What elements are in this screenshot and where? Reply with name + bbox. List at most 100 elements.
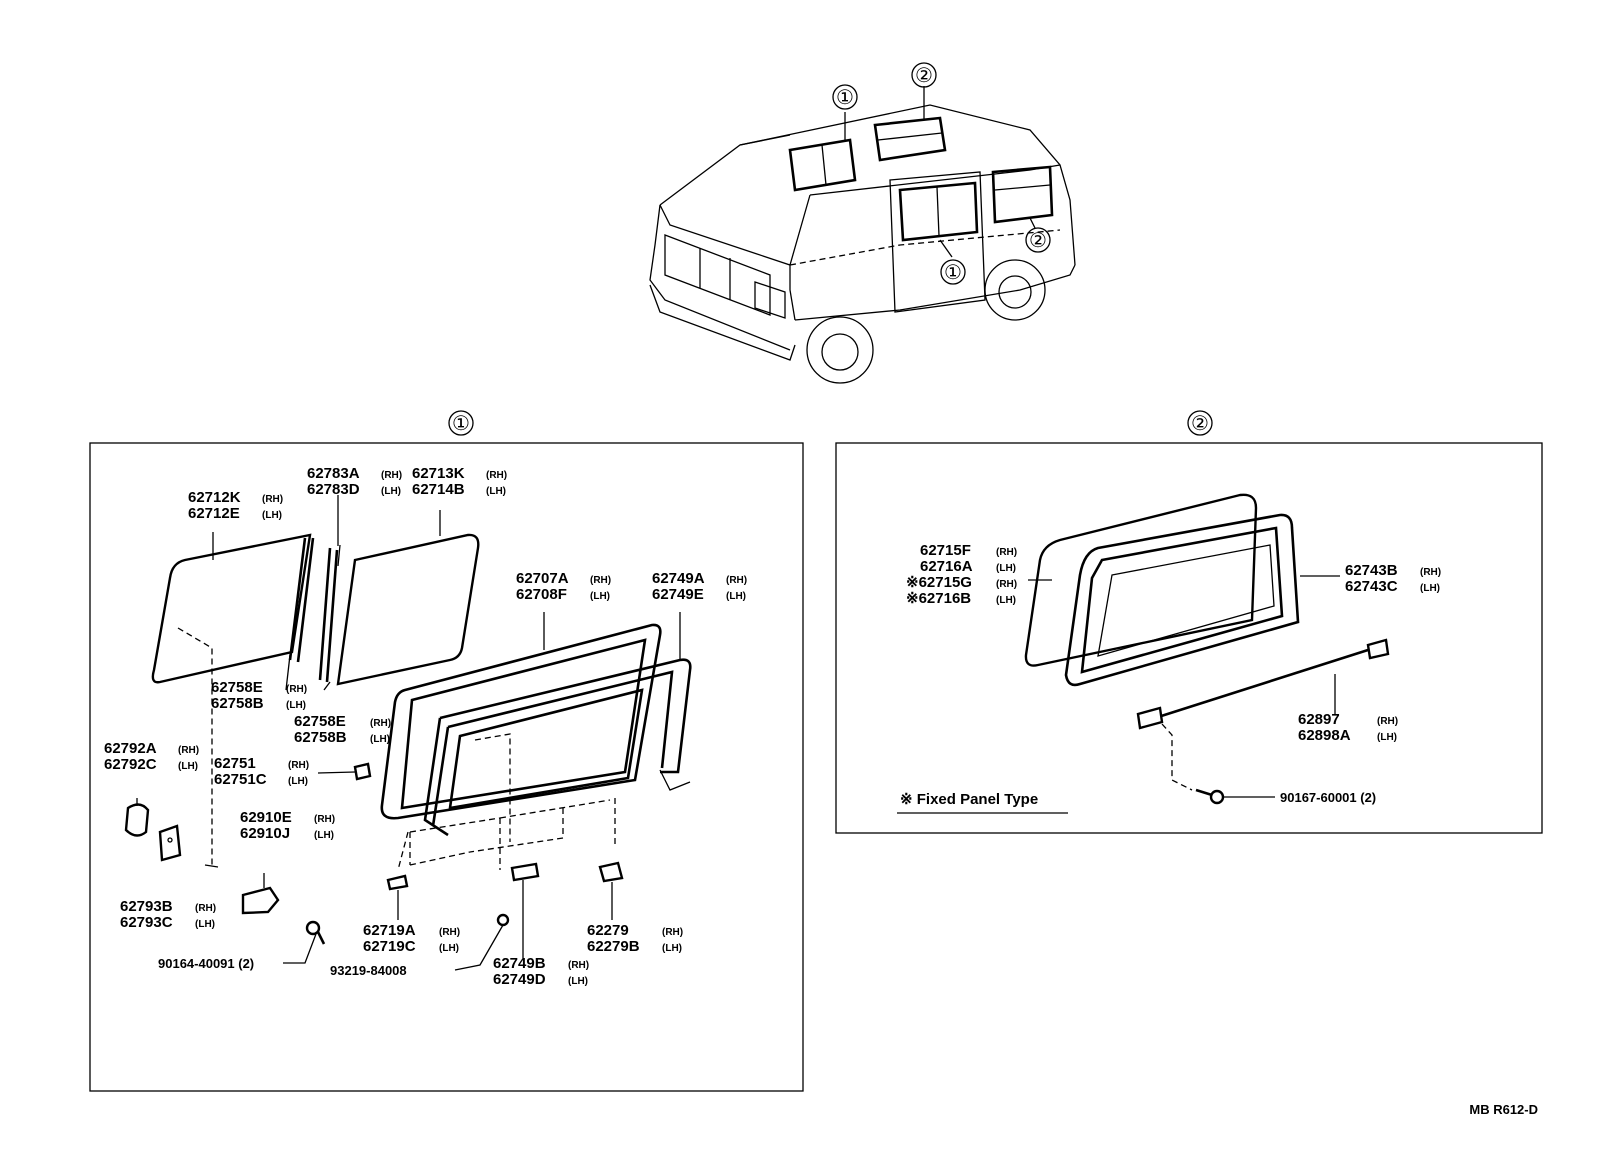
label-bolt-90164: 90164-40091 (2) <box>158 956 254 971</box>
section-1: ① <box>89 410 804 1092</box>
svg-text:62715F: 62715F <box>920 542 971 559</box>
svg-text:(RH): (RH) <box>262 494 283 505</box>
svg-text:(RH): (RH) <box>568 960 589 971</box>
callout-1-van-roof: ① <box>836 85 854 109</box>
svg-text:62910E: 62910E <box>240 809 292 826</box>
svg-text:62758E: 62758E <box>294 713 346 730</box>
svg-text:(LH): (LH) <box>1420 583 1440 594</box>
svg-text:(LH): (LH) <box>314 830 334 841</box>
callout-2-van-roof: ② <box>915 63 933 87</box>
label-62783: 62783A (RH) 62783D (LH) <box>307 465 402 498</box>
svg-text:(LH): (LH) <box>178 761 198 772</box>
svg-text:(RH): (RH) <box>1377 716 1398 727</box>
svg-text:(LH): (LH) <box>439 943 459 954</box>
svg-text:62751: 62751 <box>214 755 256 772</box>
svg-text:62783D: 62783D <box>307 481 360 498</box>
svg-text:(LH): (LH) <box>288 776 308 787</box>
svg-text:(RH): (RH) <box>726 575 747 586</box>
label-62749-frame: 62749A (RH) 62749E (LH) <box>652 570 747 603</box>
svg-text:(LH): (LH) <box>286 700 306 711</box>
svg-text:※62716B: ※62716B <box>906 590 971 607</box>
svg-text:62743C: 62743C <box>1345 578 1398 595</box>
svg-text:(LH): (LH) <box>568 976 588 987</box>
svg-text:(LH): (LH) <box>195 919 215 930</box>
label-62758-rear: 62758E (RH) 62758B (LH) <box>294 713 391 746</box>
label-62897: 62897 (RH) 62898A (LH) <box>1298 711 1398 744</box>
svg-text:(RH): (RH) <box>486 470 507 481</box>
van-illustration: ① ② ① ② <box>649 62 1076 384</box>
svg-text:(RH): (RH) <box>178 745 199 756</box>
svg-text:(RH): (RH) <box>195 903 216 914</box>
svg-text:(LH): (LH) <box>370 734 390 745</box>
svg-text:(RH): (RH) <box>314 814 335 825</box>
svg-text:(RH): (RH) <box>286 684 307 695</box>
svg-text:62719A: 62719A <box>363 922 416 939</box>
svg-text:62712E: 62712E <box>188 505 240 522</box>
svg-text:62279: 62279 <box>587 922 629 939</box>
svg-text:(RH): (RH) <box>381 470 402 481</box>
svg-text:62749B: 62749B <box>493 955 546 972</box>
svg-text:(LH): (LH) <box>996 563 1016 574</box>
section-2: ② 62715F (RH) 62716A (LH) ※62715G (RH) ※… <box>835 410 1543 834</box>
svg-text:(RH): (RH) <box>288 760 309 771</box>
label-62793: 62793B (RH) 62793C (LH) <box>120 898 216 931</box>
svg-text:62749D: 62749D <box>493 971 546 988</box>
section-2-callout: ② <box>1191 411 1209 435</box>
label-62279: 62279 (RH) 62279B (LH) <box>587 922 683 955</box>
svg-text:(LH): (LH) <box>262 510 282 521</box>
svg-text:62793C: 62793C <box>120 914 173 931</box>
label-62751: 62751 (RH) 62751C (LH) <box>214 755 309 788</box>
svg-text:(RH): (RH) <box>370 718 391 729</box>
fixed-panel-note: ※ Fixed Panel Type <box>900 791 1038 808</box>
callout-1-van-door: ① <box>944 260 962 284</box>
diagram-code: MB R612-D <box>1469 1102 1538 1117</box>
svg-text:62743B: 62743B <box>1345 562 1398 579</box>
svg-text:62279B: 62279B <box>587 938 640 955</box>
svg-text:(LH): (LH) <box>381 486 401 497</box>
svg-text:(LH): (LH) <box>486 486 506 497</box>
section-1-frame <box>89 442 804 1092</box>
section-1-callout: ① <box>452 411 470 435</box>
svg-text:62749A: 62749A <box>652 570 705 587</box>
svg-text:(LH): (LH) <box>726 591 746 602</box>
svg-text:62792C: 62792C <box>104 756 157 773</box>
label-62712: 62712K (RH) 62712E (LH) <box>188 489 283 522</box>
label-bolt-90167: 90167-60001 (2) <box>1280 790 1376 805</box>
svg-text:(LH): (LH) <box>662 943 682 954</box>
svg-text:62898A: 62898A <box>1298 727 1351 744</box>
svg-text:62783A: 62783A <box>307 465 360 482</box>
svg-text:62758B: 62758B <box>294 729 347 746</box>
svg-text:(LH): (LH) <box>996 595 1016 606</box>
svg-text:(RH): (RH) <box>1420 567 1441 578</box>
svg-text:62793B: 62793B <box>120 898 173 915</box>
svg-text:62751C: 62751C <box>214 771 267 788</box>
callout-2-van-side: ② <box>1029 228 1047 252</box>
svg-text:(LH): (LH) <box>1377 732 1397 743</box>
label-62910: 62910E (RH) 62910J (LH) <box>240 809 335 842</box>
svg-text:(RH): (RH) <box>662 927 683 938</box>
svg-text:62749E: 62749E <box>652 586 704 603</box>
label-62749-bracket: 62749B (RH) 62749D (LH) <box>493 955 589 988</box>
label-62715: 62715F (RH) 62716A (LH) ※62715G (RH) ※62… <box>906 542 1017 607</box>
label-62713: 62713K (RH) 62714B (LH) <box>412 465 507 498</box>
svg-text:62897: 62897 <box>1298 711 1340 728</box>
svg-text:62716A: 62716A <box>920 558 973 575</box>
svg-text:62719C: 62719C <box>363 938 416 955</box>
label-62743: 62743B (RH) 62743C (LH) <box>1345 562 1441 595</box>
svg-text:(RH): (RH) <box>996 547 1017 558</box>
svg-text:62713K: 62713K <box>412 465 465 482</box>
svg-text:62707A: 62707A <box>516 570 569 587</box>
svg-text:(RH): (RH) <box>996 579 1017 590</box>
label-62792: 62792A (RH) 62792C (LH) <box>104 740 199 773</box>
svg-text:※62715G: ※62715G <box>906 574 972 591</box>
svg-text:62758B: 62758B <box>211 695 264 712</box>
svg-text:62910J: 62910J <box>240 825 290 842</box>
svg-text:62708F: 62708F <box>516 586 567 603</box>
svg-text:62714B: 62714B <box>412 481 465 498</box>
section-2-frame <box>835 442 1543 834</box>
svg-text:62712K: 62712K <box>188 489 241 506</box>
label-clip-93219: 93219-84008 <box>330 963 407 978</box>
svg-text:62758E: 62758E <box>211 679 263 696</box>
svg-text:(RH): (RH) <box>439 927 460 938</box>
